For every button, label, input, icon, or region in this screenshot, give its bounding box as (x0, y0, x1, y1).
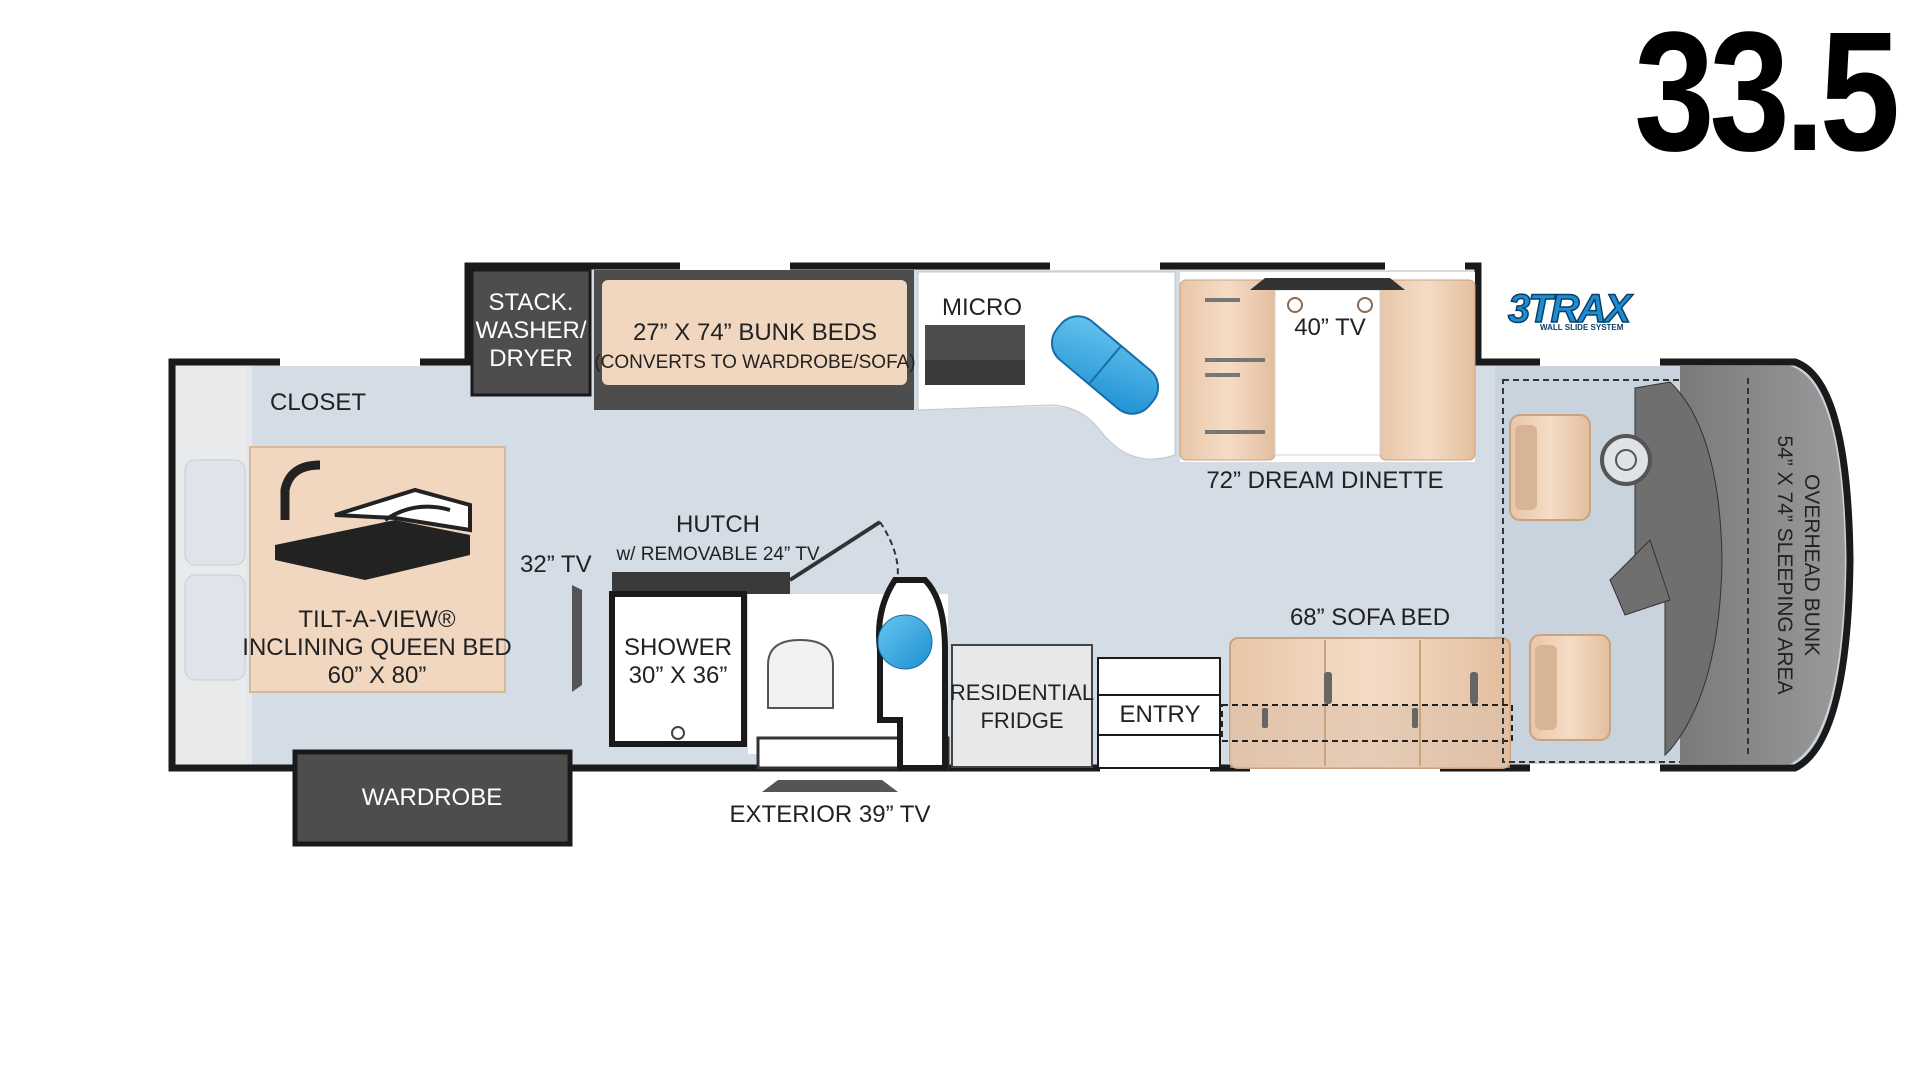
entry-area: RESIDENTIAL FRIDGE ENTRY (950, 644, 1221, 769)
sofa-seat (1230, 705, 1510, 768)
queen-bed (249, 446, 506, 693)
sofa-bed-extent (1221, 704, 1513, 742)
fridge-label-1: RESIDENTIAL (950, 680, 1094, 705)
window (680, 262, 790, 270)
wardrobe (292, 749, 573, 847)
washer-label-2: WASHER/ (475, 317, 586, 344)
window (1530, 764, 1660, 772)
overhead-bunk-label-1: OVERHEAD BUNK (1800, 474, 1823, 656)
closet-label: CLOSET (270, 389, 366, 416)
3trax-logo-sub: WALL SLIDE SYSTEM (1540, 323, 1624, 332)
hutch-label: HUTCH (676, 511, 760, 538)
tv-40-icon (1250, 278, 1405, 290)
3trax-logo-main: 3TRAX (1508, 287, 1633, 331)
cab: OVERHEAD BUNK 54” X 74” SLEEPING AREA (1502, 366, 1845, 764)
toilet (767, 638, 834, 709)
dinette-label: 72” DREAM DINETTE (1206, 467, 1443, 494)
bathroom: HUTCH w/ REMOVABLE 24” TV SHOWER 30” X 3… (609, 511, 950, 828)
residential-fridge (951, 644, 1093, 768)
exterior-tv-icon (762, 780, 898, 792)
dashboard (1634, 381, 1723, 757)
wardrobe-label: WARDROBE (362, 784, 502, 811)
bunk-beds-label: 27” X 74” BUNK BEDS (633, 319, 877, 346)
driver-seat-back (1515, 425, 1537, 510)
shower-drain (671, 726, 685, 740)
model-number: 33.5 (1634, 0, 1900, 187)
steering-wheel-hub (1615, 449, 1637, 471)
sofa-handle (1324, 672, 1332, 704)
entry-steps (1097, 657, 1221, 769)
window (1540, 358, 1660, 366)
bedroom: CLOSET TILT-A-VIEW® INCLINING QUEEN BED … (184, 389, 592, 847)
pillow (184, 574, 246, 681)
bath-door (788, 520, 882, 582)
bed-label-line3: 60” X 80” (328, 662, 427, 689)
passenger-seat-back (1535, 645, 1557, 730)
tv-32-icon (572, 585, 582, 692)
shower-label-1: SHOWER (624, 634, 732, 661)
shower (609, 591, 747, 747)
kitchen-counter (917, 271, 1176, 460)
sofa-handle (1412, 708, 1418, 728)
entry-label: ENTRY (1120, 701, 1201, 728)
bath-sink (877, 614, 933, 670)
window (1050, 262, 1160, 270)
bed-label-line1: TILT-A-VIEW® (298, 606, 456, 633)
fridge-label-2: FRIDGE (980, 708, 1063, 733)
micro-label: MICRO (942, 294, 1022, 321)
tv-40-label: 40” TV (1294, 314, 1366, 341)
sofa-bed: 68” SOFA BED (1221, 604, 1513, 769)
steering-wheel-icon (1600, 434, 1652, 486)
tv-40-knob (1287, 297, 1303, 313)
inclining-bed-icon (275, 460, 472, 580)
hutch (612, 572, 790, 594)
hutch-note: w/ REMOVABLE 24” TV (615, 544, 819, 565)
bunk-beds-note: (CONVERTS TO WARDROBE/SOFA) (594, 352, 915, 373)
shower-label-2: 30” X 36” (629, 662, 728, 689)
dinette-seat (1379, 279, 1476, 461)
outer-wall (168, 262, 1854, 772)
bed-label-line2: INCLINING QUEEN BED (242, 634, 511, 661)
kitchen-sink (1050, 315, 1160, 415)
washer-label-1: STACK. (489, 289, 574, 316)
top-slide: STACK. WASHER/ DRYER 27” X 74” BUNK BEDS… (470, 268, 1476, 494)
overhead-bunk-label-2: 54” X 74” SLEEPING AREA (1773, 435, 1796, 694)
tv-40-knob (1357, 297, 1373, 313)
tv-32-label: 32” TV (520, 551, 592, 578)
window (280, 358, 420, 366)
washer-dryer (470, 268, 592, 397)
3trax-logo: 3TRAX WALL SLIDE SYSTEM (1507, 286, 1636, 332)
sofa-handle (1262, 708, 1268, 728)
microwave-door (925, 360, 1025, 385)
dash-console (1609, 539, 1671, 616)
sofa-bed-label: 68” SOFA BED (1290, 604, 1450, 631)
pillow (184, 459, 246, 566)
dinette-table (1274, 289, 1381, 456)
exterior-tv-label: EXTERIOR 39” TV (730, 801, 931, 828)
washer-label-3: DRYER (489, 345, 573, 372)
sofa-handle (1470, 672, 1478, 704)
bunk-beds (602, 280, 907, 385)
overhead-bunk (1680, 366, 1845, 764)
window (1385, 262, 1465, 270)
